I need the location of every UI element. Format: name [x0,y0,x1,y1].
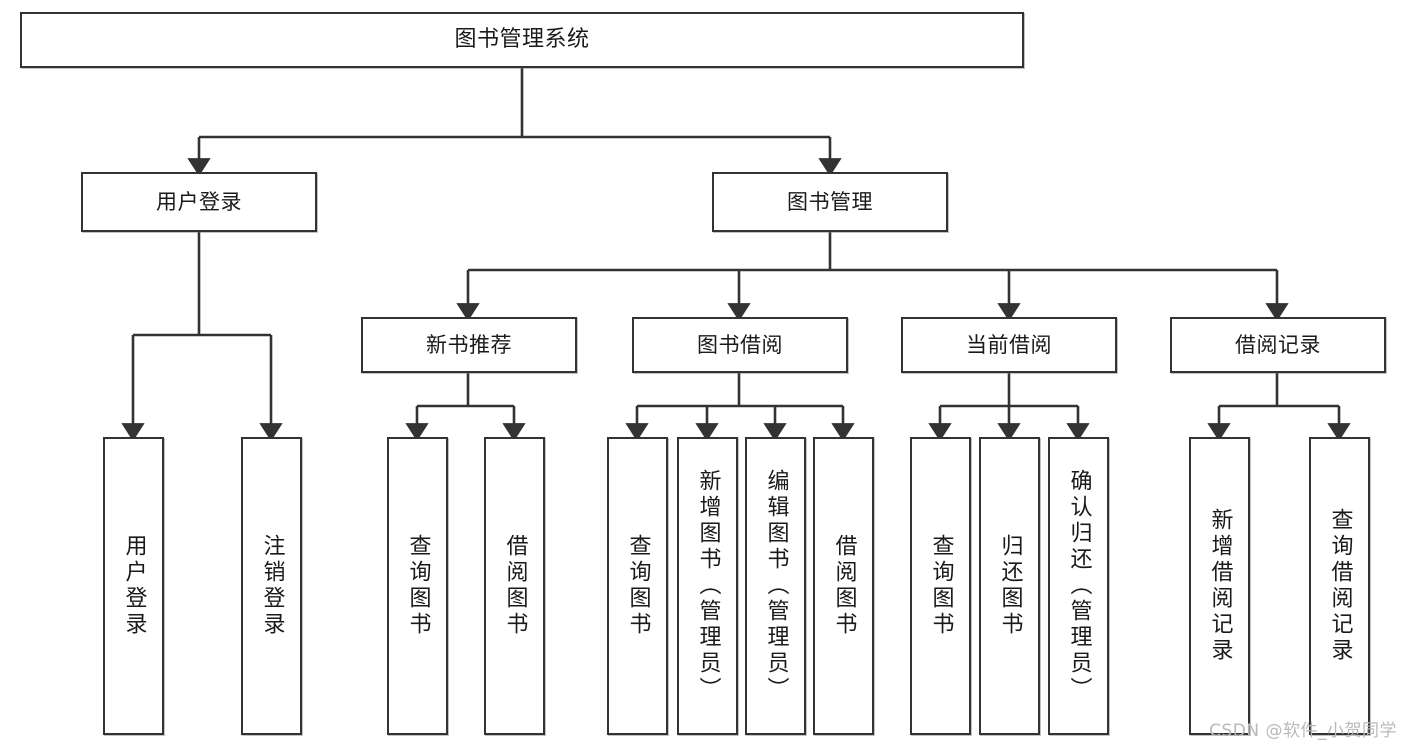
node-leaf-query-book-current[interactable]: 查询图书 [910,437,971,735]
node-borrow-record-label: 借阅记录 [1235,332,1321,357]
node-root-book-management-system[interactable]: 图书管理系统 [20,12,1024,68]
csdn-watermark: CSDN @软件_小贺同学 [1209,721,1397,741]
node-leaf-confirm-return-admin[interactable]: 确认归还（管理员） [1048,437,1109,735]
node-leaf-return-book-label: 归还图书 [997,534,1023,638]
node-leaf-user-logout-label: 注销登录 [259,534,285,638]
node-leaf-borrow-book-borrow-label: 借阅图书 [831,534,857,638]
node-leaf-add-book-admin[interactable]: 新增图书（管理员） [677,437,738,735]
node-leaf-query-book-new-rec-label: 查询图书 [405,534,431,638]
node-book-management-label: 图书管理 [787,189,873,214]
node-book-management[interactable]: 图书管理 [712,172,948,232]
node-leaf-query-borrow-record[interactable]: 查询借阅记录 [1309,437,1370,735]
node-leaf-query-book-borrow[interactable]: 查询图书 [607,437,668,735]
node-leaf-add-borrow-record-label: 新增借阅记录 [1207,508,1233,664]
node-leaf-edit-book-admin[interactable]: 编辑图书（管理员） [745,437,806,735]
node-borrow-record[interactable]: 借阅记录 [1170,317,1386,373]
node-leaf-query-book-new-rec[interactable]: 查询图书 [387,437,448,735]
node-book-borrow[interactable]: 图书借阅 [632,317,848,373]
node-user-login[interactable]: 用户登录 [81,172,317,232]
node-leaf-confirm-return-admin-label: 确认归还（管理员） [1066,469,1092,703]
node-root-label: 图书管理系统 [454,27,590,53]
node-leaf-edit-book-admin-label: 编辑图书（管理员） [763,469,789,703]
node-leaf-user-login-label: 用户登录 [121,534,147,638]
node-leaf-user-login[interactable]: 用户登录 [103,437,164,735]
node-new-book-recommendation[interactable]: 新书推荐 [361,317,577,373]
node-leaf-query-book-current-label: 查询图书 [928,534,954,638]
node-current-borrow-label: 当前借阅 [966,332,1052,357]
node-current-borrow[interactable]: 当前借阅 [901,317,1117,373]
node-new-book-recommendation-label: 新书推荐 [426,332,512,357]
node-book-borrow-label: 图书借阅 [697,332,783,357]
node-user-login-label: 用户登录 [156,189,242,214]
node-leaf-borrow-book-new-rec[interactable]: 借阅图书 [484,437,545,735]
node-leaf-borrow-book-borrow[interactable]: 借阅图书 [813,437,874,735]
node-leaf-query-book-borrow-label: 查询图书 [625,534,651,638]
node-leaf-add-book-admin-label: 新增图书（管理员） [695,469,721,703]
node-leaf-query-borrow-record-label: 查询借阅记录 [1327,508,1353,664]
node-leaf-add-borrow-record[interactable]: 新增借阅记录 [1189,437,1250,735]
node-leaf-user-logout[interactable]: 注销登录 [241,437,302,735]
node-leaf-return-book[interactable]: 归还图书 [979,437,1040,735]
node-leaf-borrow-book-new-rec-label: 借阅图书 [502,534,528,638]
